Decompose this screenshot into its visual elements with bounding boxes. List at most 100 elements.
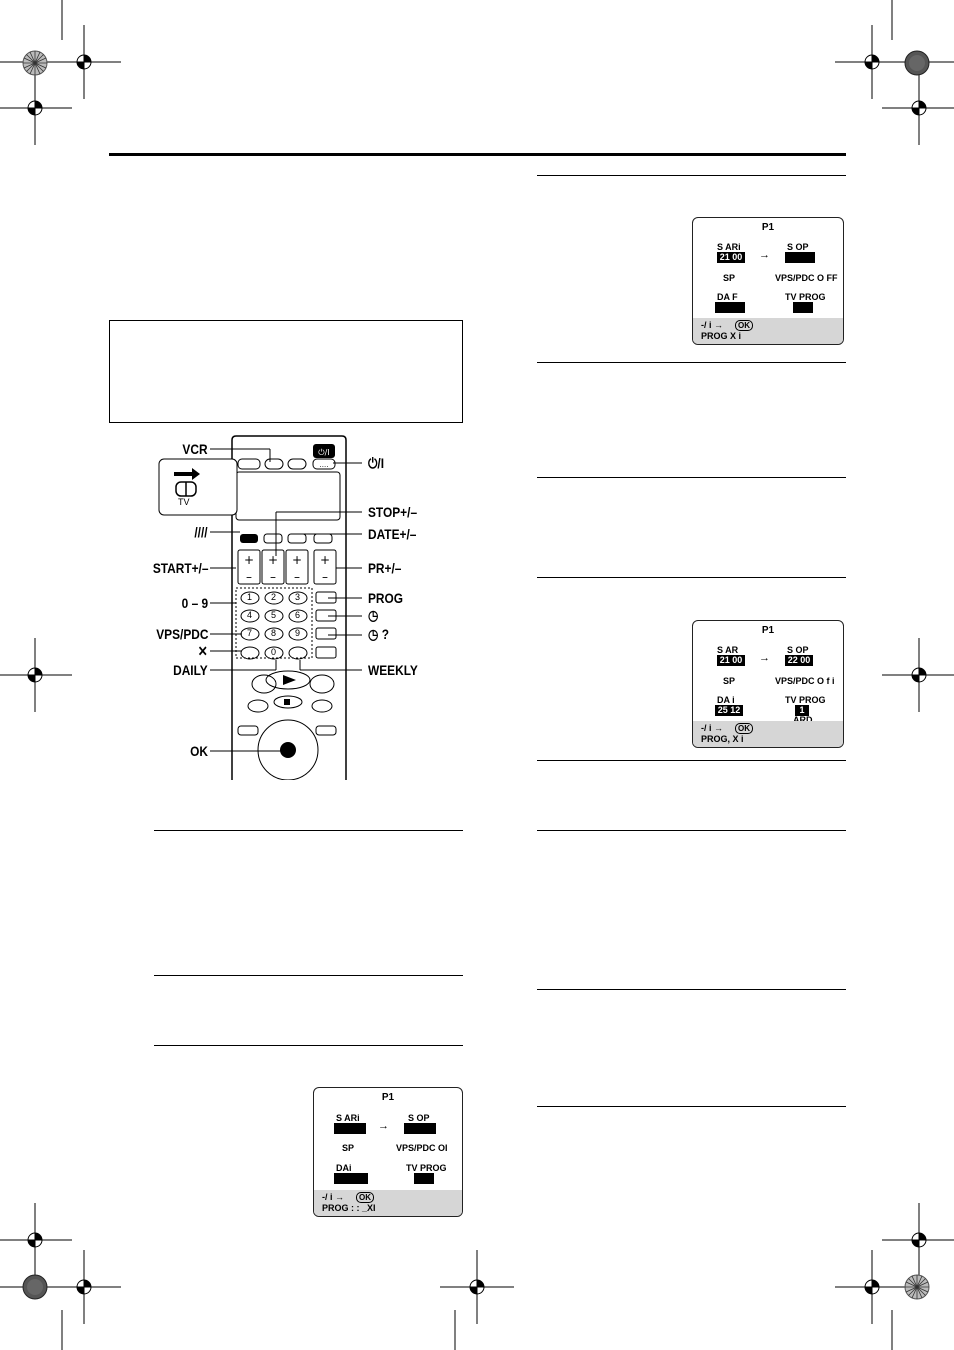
step-rule xyxy=(537,175,846,176)
label-power: ⏻/I xyxy=(368,455,385,471)
osd-start-value xyxy=(334,1123,366,1134)
osd-foot-line2: PROG : : _XI xyxy=(322,1203,376,1213)
osd-tvprog-value: 1 xyxy=(795,705,809,716)
osd-tvprog-label: TV PROG xyxy=(406,1163,447,1173)
key-5[interactable]: 5 xyxy=(271,610,277,620)
osd-tvprog-value xyxy=(414,1173,434,1184)
osd-date-label: DA F xyxy=(717,292,738,302)
key-3[interactable]: 3 xyxy=(295,592,301,602)
osd-date-value xyxy=(334,1173,368,1184)
osd-stop-value xyxy=(404,1123,436,1134)
label-pr: PR+/– xyxy=(368,560,402,576)
step-rule xyxy=(537,989,846,990)
step-rule xyxy=(154,975,463,976)
osd-vps: VPS/PDC OI xyxy=(396,1143,448,1153)
step-rule xyxy=(537,577,846,578)
osd-screen-timer-empty: P1 S ARi → S OP SP VPS/PDC OI DAi TV PRO… xyxy=(313,1087,463,1217)
timer-check-icon: ◷ ? xyxy=(368,626,389,642)
key-1[interactable]: 1 xyxy=(247,592,253,602)
osd-speed: SP xyxy=(342,1143,355,1153)
osd-channel: ARD xyxy=(793,715,813,725)
step-rule xyxy=(537,477,846,478)
osd-speed: SP xyxy=(723,273,736,283)
keypad-digits: 1 2 3 4 5 6 7 8 9 0 xyxy=(228,434,350,780)
svg-text:+: + xyxy=(268,553,278,567)
osd-vps: VPS/PDC O f i xyxy=(775,676,835,686)
osd-screen-timer-start: P1 S ARi 21 00 → S OP SP VPS/PDC O FF DA… xyxy=(692,217,844,345)
osd-stop-value: 22 00 xyxy=(785,655,813,666)
arrow-icon: → xyxy=(759,652,770,664)
osd-tvprog-value xyxy=(793,302,813,313)
label-weekly: WEEKLY xyxy=(368,662,418,678)
label-vps-pdc: VPS/PDC xyxy=(155,626,208,642)
header-rule xyxy=(109,153,846,156)
ok-icon: OK xyxy=(735,723,753,734)
osd-date-value: 25 12 xyxy=(715,705,743,716)
svg-text:....: .... xyxy=(320,461,329,469)
label-ok: OK xyxy=(190,743,208,759)
label-date: DATE+/– xyxy=(368,526,417,542)
step-rule xyxy=(537,1106,846,1107)
ok-icon: OK xyxy=(735,320,753,331)
osd-date-label: DA i xyxy=(717,695,735,705)
svg-text:–: – xyxy=(294,570,300,584)
calibration-disc-bottom-left xyxy=(22,1274,48,1300)
osd-date-value xyxy=(715,302,745,313)
osd-title: P1 xyxy=(381,1092,395,1103)
ok-icon: OK xyxy=(356,1192,374,1203)
osd-start-label: S AR xyxy=(717,645,739,655)
osd-footer: -/ i → OK PROG : : _XI xyxy=(314,1190,462,1216)
key-6[interactable]: 6 xyxy=(295,610,301,620)
osd-stop-label: S OP xyxy=(787,645,809,655)
osd-tvprog-label: TV PROG xyxy=(785,695,826,705)
osd-foot-line1: -/ i → xyxy=(701,320,723,330)
label-stop: STOP+/– xyxy=(368,504,418,520)
tv-slide-label: TV xyxy=(178,497,190,507)
key-8[interactable]: 8 xyxy=(271,628,277,638)
osd-title: P1 xyxy=(761,222,775,233)
label-daily: DAILY xyxy=(173,662,208,678)
osd-stop-value xyxy=(785,252,815,263)
osd-footer: -/ i → OK PROG, X i xyxy=(693,721,843,747)
label-cancel: ✕ xyxy=(198,643,208,659)
step-rule xyxy=(154,830,463,831)
label-vcr: VCR xyxy=(182,441,208,457)
osd-tvprog-label: TV PROG xyxy=(785,292,826,302)
arrow-icon: → xyxy=(759,249,770,261)
svg-text:–: – xyxy=(270,570,276,584)
osd-screen-timer-complete: P1 S AR 21 00 → S OP 22 00 SP VPS/PDC O … xyxy=(692,620,844,748)
osd-start-label: S ARi xyxy=(336,1113,360,1123)
key-9[interactable]: 9 xyxy=(295,628,301,638)
calibration-disc-top-right xyxy=(904,50,930,76)
key-0[interactable]: 0 xyxy=(271,647,277,657)
step-rule xyxy=(537,830,846,831)
step-rule xyxy=(154,1045,463,1046)
osd-start-value: 21 00 xyxy=(717,655,745,666)
label-start: START+/– xyxy=(152,560,208,576)
osd-foot-line2: PROG X i xyxy=(701,331,742,341)
label-shift: //// xyxy=(194,524,208,540)
step-rule xyxy=(537,362,846,363)
osd-vps: VPS/PDC O FF xyxy=(775,273,838,283)
svg-text:+: + xyxy=(244,553,254,567)
arrow-icon: → xyxy=(378,1120,389,1132)
osd-foot-line2: PROG, X i xyxy=(701,734,744,744)
osd-date-label: DAi xyxy=(336,1163,352,1173)
calibration-disc-top-left xyxy=(22,50,48,76)
tv-vcr-slider-inset xyxy=(158,458,238,516)
key-4[interactable]: 4 xyxy=(247,610,253,620)
step-rule xyxy=(537,760,846,761)
note-box xyxy=(109,320,463,423)
svg-text:+: + xyxy=(320,553,330,567)
osd-foot-line1: -/ i → xyxy=(322,1192,344,1202)
label-prog: PROG xyxy=(368,590,404,606)
key-7[interactable]: 7 xyxy=(247,628,253,638)
key-2[interactable]: 2 xyxy=(271,592,277,602)
osd-stop-label: S OP xyxy=(408,1113,430,1123)
osd-foot-line1: -/ i → xyxy=(701,723,723,733)
svg-text:–: – xyxy=(246,570,252,584)
svg-text:⏻/I: ⏻/I xyxy=(318,448,329,457)
osd-start-value: 21 00 xyxy=(717,252,745,263)
